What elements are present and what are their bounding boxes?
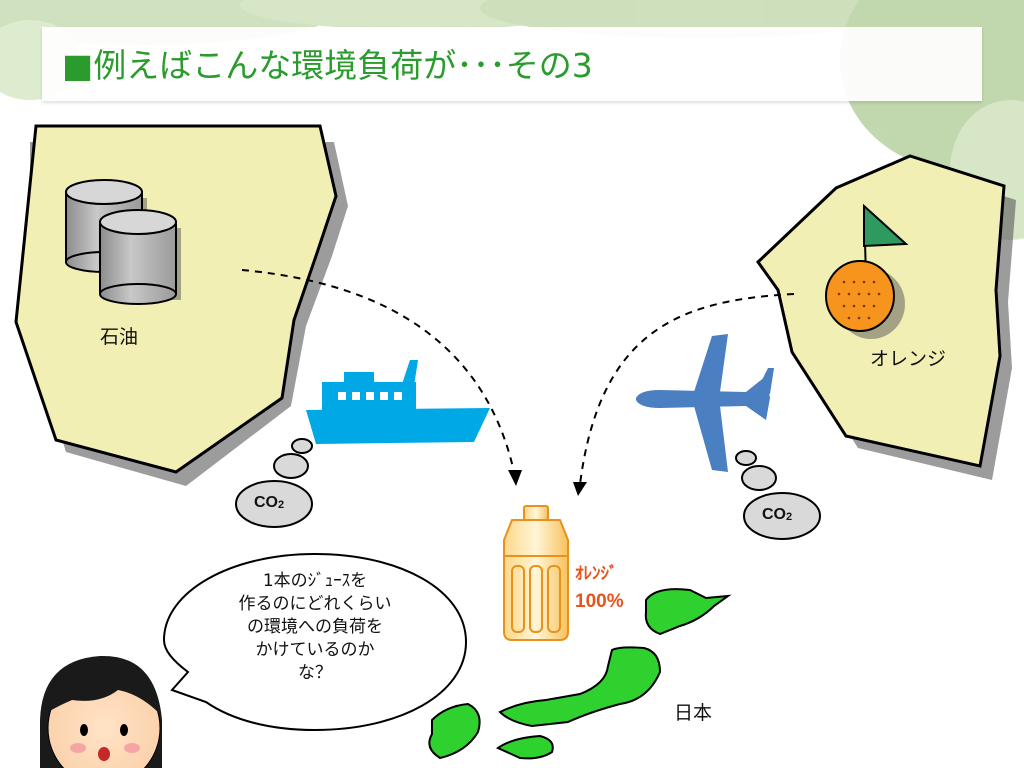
japan-label: 日本	[674, 702, 713, 724]
title-text: 例えばこんな環境負荷が･･･その3	[93, 46, 593, 85]
oil-region	[14, 124, 348, 486]
speech-bubble-text: 1本のｼﾞｭｰｽを 作るのにどれくらい の環境への負荷を かけているのか な？	[190, 570, 440, 685]
co2-right-text: CO	[762, 506, 786, 523]
co2-label-right: CO2	[762, 506, 792, 524]
oil-label: 石油	[100, 326, 139, 348]
speech-line: かけているのか	[255, 640, 375, 660]
title-marker: ■	[62, 46, 94, 85]
co2-left-text: CO	[254, 494, 278, 511]
route-arrows	[241, 269, 795, 485]
orange-route-arrowhead	[573, 482, 587, 496]
child-avatar-icon	[40, 655, 162, 768]
speech-line: な？	[298, 663, 332, 683]
juice-label: ｵﾚﾝｼﾞ 100%	[575, 560, 624, 616]
title-bar: ■例えばこんな環境負荷が･･･その3	[42, 27, 982, 101]
co2-right-subscript: 2	[786, 511, 793, 523]
oil-route-arrowhead	[508, 470, 522, 486]
speech-line: の環境への負荷を	[247, 617, 383, 637]
speech-bubble	[162, 552, 468, 732]
juice-bottle-icon	[503, 505, 569, 641]
speech-line: 作るのにどれくらい	[238, 594, 392, 614]
japan-map-icon	[428, 588, 732, 760]
orange-fruit-icon	[825, 203, 909, 339]
oil-route-arrow	[241, 269, 515, 473]
oil-barrel-icon	[65, 179, 181, 305]
speech-line: 1本のｼﾞｭｰｽを	[262, 571, 368, 591]
co2-cloud-left	[235, 438, 313, 528]
juice-percent: 100%	[575, 591, 624, 612]
airplane-icon	[636, 334, 774, 472]
orange-route-arrow	[579, 293, 795, 485]
co2-left-subscript: 2	[278, 499, 285, 511]
slide-title: ■例えばこんな環境負荷が･･･その3	[62, 39, 593, 87]
co2-cloud-right	[735, 450, 821, 540]
orange-region-label: オレンジ	[870, 348, 947, 370]
juice-name: ｵﾚﾝｼﾞ	[575, 564, 618, 583]
ship-icon	[306, 360, 490, 444]
co2-label-left: CO2	[254, 494, 284, 512]
